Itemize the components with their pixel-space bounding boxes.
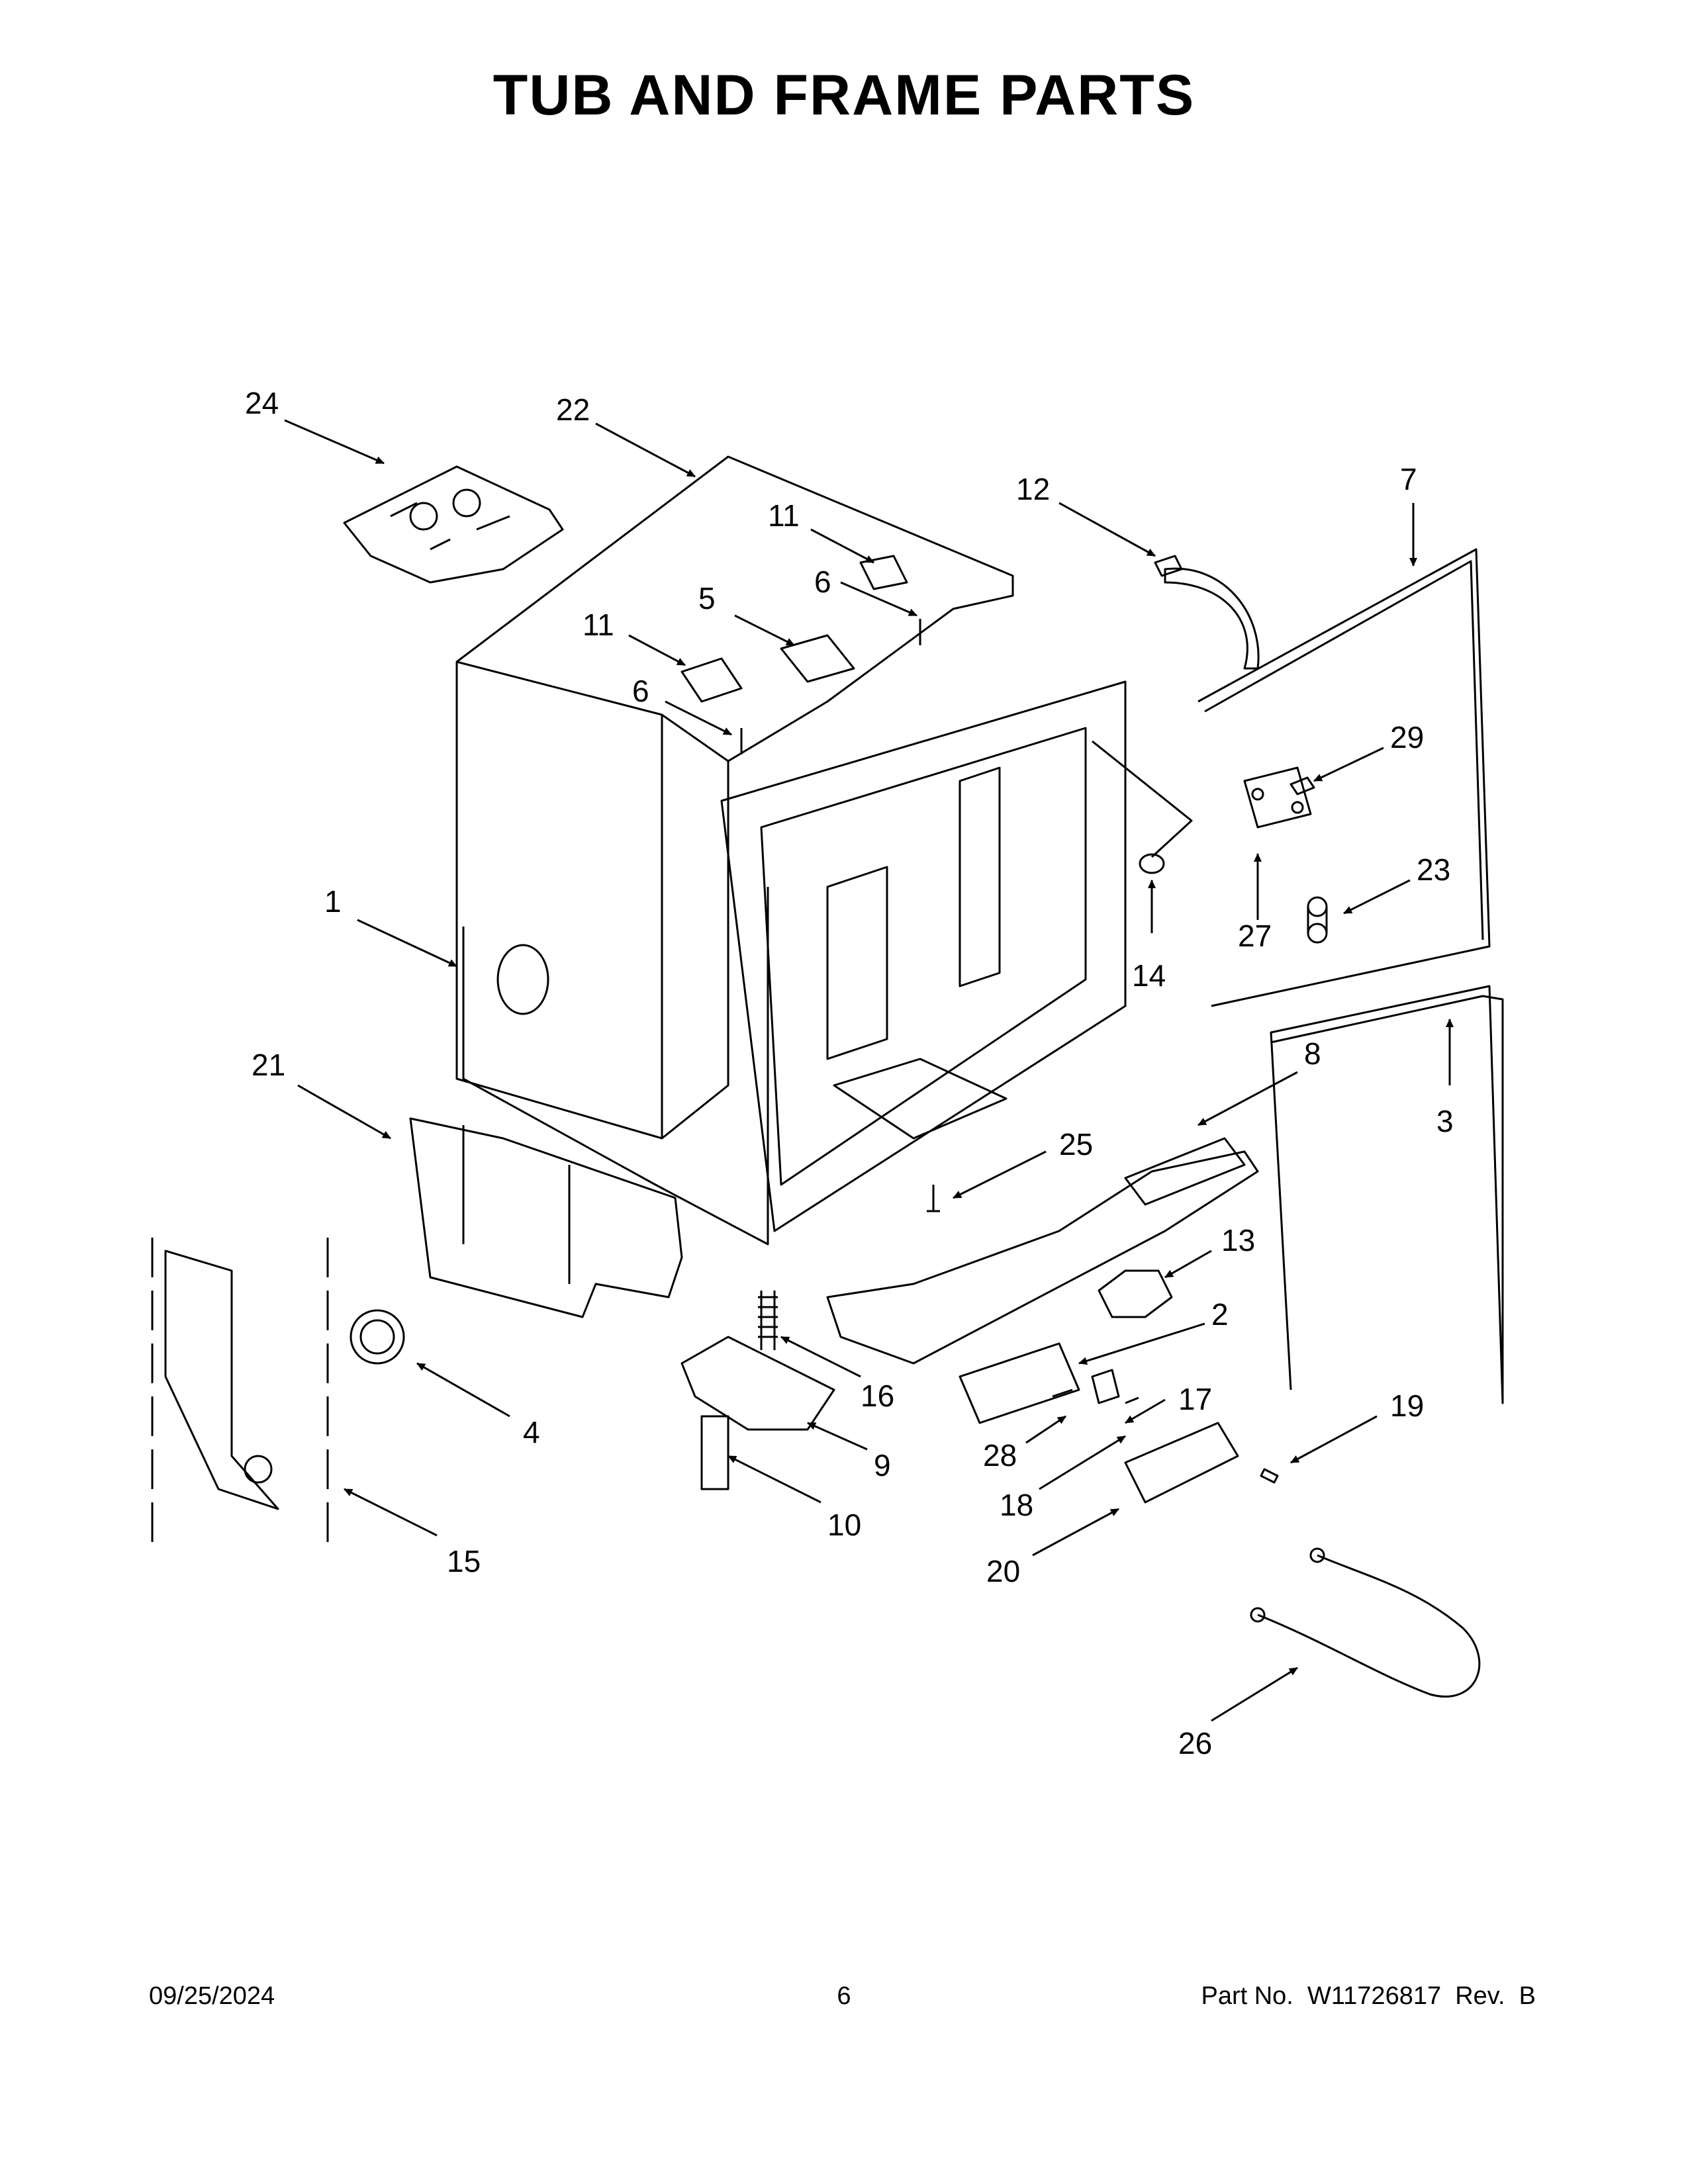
part-7-gasket [1197, 548, 1491, 1007]
footer-part-number: Part No. W11726817 Rev. B [1201, 1982, 1536, 2010]
callout-11b: 11 [583, 608, 614, 642]
leader-29 [1313, 747, 1384, 782]
leader-26 [1211, 1666, 1298, 1722]
part-17-clip [1091, 1369, 1120, 1404]
part-13-bracket [1098, 1269, 1173, 1318]
leader-8 [1197, 1071, 1298, 1126]
callout-20: 20 [986, 1554, 1020, 1588]
callout-10: 10 [827, 1508, 861, 1542]
callout-17: 17 [1178, 1382, 1212, 1416]
part-15-panel [151, 1238, 329, 1549]
leader-23 [1343, 879, 1411, 915]
footer-page-number: 6 [837, 1982, 851, 2010]
page-title: TUB AND FRAME PARTS [492, 64, 1196, 127]
leader-17 [1125, 1398, 1166, 1424]
part-5-bracket [780, 634, 855, 683]
part-14-plug [1092, 740, 1193, 874]
part-27-hinge-assembly [1243, 766, 1312, 829]
callout-4: 4 [523, 1415, 540, 1449]
callout-24: 24 [245, 386, 279, 420]
callout-9: 9 [874, 1448, 891, 1482]
leader-2 [1078, 1322, 1205, 1365]
part-12-vent-arc [1154, 555, 1260, 670]
callout-15: 15 [447, 1544, 481, 1578]
leader-13 [1164, 1250, 1212, 1279]
part-28-screw [1052, 1388, 1073, 1398]
part-8-base-right [826, 1137, 1259, 1365]
callout-2: 2 [1211, 1297, 1229, 1332]
leader-6b [665, 700, 732, 736]
leader-22 [595, 422, 696, 478]
part-16-spring [758, 1291, 778, 1350]
part-21-base-front [409, 1117, 683, 1318]
leader-19 [1290, 1415, 1378, 1464]
callout-22: 22 [556, 392, 590, 427]
part-10-tube [700, 1415, 729, 1490]
part-29-screw [1289, 776, 1315, 796]
callout-11a: 11 [768, 498, 800, 533]
footer-date: 09/25/2024 [149, 1982, 275, 2010]
part-11-hinge-lower [680, 657, 743, 703]
leader-16 [780, 1336, 861, 1378]
leader-9 [807, 1422, 868, 1451]
leader-21 [297, 1084, 391, 1140]
callout-14: 14 [1132, 958, 1166, 993]
part-20-cover [1124, 1422, 1239, 1504]
leader-18 [1039, 1435, 1126, 1490]
leader-11b [628, 634, 686, 666]
leader-6a [840, 581, 917, 617]
part-24-hardware-bag [343, 465, 564, 584]
part-25-screw [927, 1185, 940, 1212]
leader-11a [810, 528, 874, 564]
callout-28: 28 [983, 1438, 1017, 1473]
part-11-hinge-upper [859, 555, 908, 590]
part-18-screw [1125, 1396, 1139, 1404]
callout-5: 5 [698, 581, 716, 615]
callout-7: 7 [1400, 462, 1417, 496]
part-26-wire-harness [1250, 1547, 1481, 1698]
callout-12: 12 [1016, 472, 1050, 506]
part-19-screw [1260, 1468, 1279, 1484]
callout-1: 1 [324, 884, 342, 919]
leader-20 [1032, 1508, 1119, 1557]
callout-21: 21 [252, 1048, 285, 1082]
callout-29: 29 [1390, 720, 1424, 754]
leader-28 [1025, 1415, 1066, 1444]
leader-1 [357, 919, 457, 968]
callout-3: 3 [1436, 1104, 1454, 1138]
leader-4 [416, 1362, 510, 1418]
callout-18: 18 [1000, 1488, 1033, 1522]
callout-19: 19 [1390, 1388, 1424, 1423]
part-4-nut [350, 1309, 405, 1365]
part-2-module [959, 1342, 1080, 1424]
callout-13: 13 [1221, 1223, 1255, 1257]
leader-5 [734, 614, 795, 647]
callout-16: 16 [861, 1379, 894, 1413]
leader-24 [284, 419, 385, 465]
leader-10 [727, 1455, 821, 1504]
part-3-seal [1270, 985, 1504, 1404]
part-22-tub-insulation [455, 455, 1014, 1140]
part-23-roller [1307, 896, 1328, 944]
callout-26: 26 [1178, 1726, 1212, 1760]
leader-25 [953, 1150, 1047, 1199]
part-1-tub [462, 680, 1127, 1246]
callout-8: 8 [1304, 1036, 1321, 1071]
callout-25: 25 [1059, 1127, 1093, 1161]
leader-12 [1058, 502, 1156, 557]
callout-23: 23 [1417, 852, 1450, 887]
leader-15 [344, 1488, 438, 1537]
callout-6a: 6 [814, 565, 831, 599]
callout-27: 27 [1238, 919, 1272, 953]
callout-6b: 6 [632, 674, 649, 708]
